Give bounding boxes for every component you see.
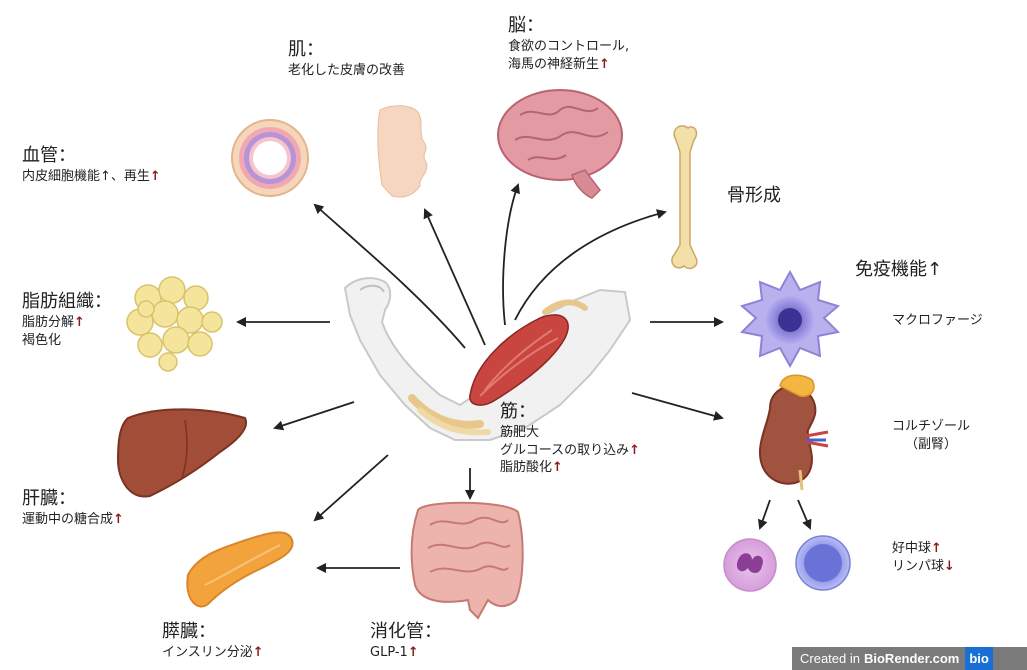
muscle-line2-text: グルコースの取り込み — [500, 443, 629, 458]
brain-line1: 食欲のコントロール, — [508, 38, 629, 56]
fat-label-group: 脂肪組織： 脂肪分解↑ 褐色化 — [22, 290, 112, 349]
brain-line2: 海馬の神経新生↑ — [508, 56, 629, 74]
liver-title: 肝臓： — [22, 487, 124, 511]
pancreas-title: 膵臓： — [162, 620, 264, 644]
skin-label-group: 肌： 老化した皮膚の改善 — [288, 38, 405, 80]
gut-label-group: 消化管： GLP-1↑ — [370, 620, 442, 662]
cortisol-line1: コルチゾール — [892, 418, 970, 436]
muscle-label-group: 筋： 筋肥大 グルコースの取り込み↑ 脂肪酸化↑ — [500, 400, 640, 477]
liver-line1: 運動中の糖合成↑ — [22, 511, 124, 529]
brain-line2-text: 海馬の神経新生 — [508, 57, 599, 72]
fat-line1-text: 脂肪分解 — [22, 315, 74, 330]
fat-title: 脂肪組織： — [22, 290, 112, 314]
up-arrow-icon: ↑ — [253, 645, 264, 660]
macrophage-illustration — [742, 272, 838, 366]
arrow-to-vessel — [315, 205, 465, 348]
arrow-to-brain — [503, 185, 518, 325]
biorender-credit-badge[interactable]: Created in BioRender.com bio — [792, 647, 1027, 670]
up-arrow-icon: ↑ — [150, 169, 161, 184]
up-arrow-icon: ↑ — [113, 512, 124, 527]
arrow-to-skin — [425, 210, 485, 345]
skin-title: 肌： — [288, 38, 405, 62]
muscle-line3-text: 脂肪酸化 — [500, 460, 552, 475]
gut-line1-text: GLP-1 — [370, 645, 408, 660]
credit-brand: BioRender.com — [864, 651, 959, 666]
up-arrow-icon: ↑ — [629, 443, 640, 458]
vessel-line1: 内皮細胞機能↑、再生↑ — [22, 168, 161, 186]
neutrophil-text: 好中球 — [892, 541, 931, 556]
pancreas-illustration — [187, 532, 292, 606]
liver-illustration — [118, 409, 246, 496]
up-arrow-icon: ↑ — [599, 57, 610, 72]
kidney-adrenal-illustration — [760, 375, 828, 490]
gut-line1: GLP-1↑ — [370, 644, 442, 662]
up-arrow-icon: ↑ — [74, 315, 85, 330]
cortisol-line2: （副腎） — [892, 436, 970, 454]
vessel-label-group: 血管： 内皮細胞機能↑、再生↑ — [22, 144, 161, 186]
neutrophil-line: 好中球↑ — [892, 540, 955, 558]
bone-illustration — [672, 126, 697, 269]
intestine-illustration — [412, 503, 523, 618]
lymph-text: リンパ球 — [892, 559, 944, 574]
liver-label-group: 肝臓： 運動中の糖合成↑ — [22, 487, 124, 529]
pancreas-line1-text: インスリン分泌 — [162, 645, 253, 660]
cortisol-label-group: コルチゾール （副腎） — [892, 418, 970, 453]
immune-title: 免疫機能↑ — [855, 258, 942, 282]
brain-illustration — [498, 90, 622, 198]
skin-line1: 老化した皮膚の改善 — [288, 62, 405, 80]
up-arrow-icon: ↑ — [408, 645, 419, 660]
fat-line1: 脂肪分解↑ — [22, 314, 112, 332]
credit-tag: bio — [965, 647, 993, 670]
skin-face-illustration — [378, 106, 427, 197]
blood-cell-label-group: 好中球↑ リンパ球↓ — [892, 540, 955, 575]
brain-title: 脳： — [508, 14, 629, 38]
credit-prefix: Created in — [800, 651, 860, 666]
muscle-line1: 筋肥大 — [500, 424, 640, 442]
arrow-to-kidney — [632, 393, 722, 418]
bone-title: 骨形成 — [727, 184, 781, 208]
lymphocyte-illustration — [796, 536, 850, 590]
arrow-to-lymphocyte — [798, 500, 810, 528]
pancreas-label-group: 膵臓： インスリン分泌↑ — [162, 620, 264, 662]
gut-title: 消化管： — [370, 620, 442, 644]
muscle-line2: グルコースの取り込み↑ — [500, 442, 640, 460]
vessel-line1-text: 内皮細胞機能↑、再生 — [22, 169, 150, 184]
lymph-line: リンパ球↓ — [892, 558, 955, 576]
vessel-title: 血管： — [22, 144, 161, 168]
pancreas-line1: インスリン分泌↑ — [162, 644, 264, 662]
down-arrow-icon: ↓ — [944, 559, 955, 574]
arrow-to-pancreas — [315, 455, 388, 520]
arrow-to-neutrophil — [760, 500, 770, 528]
brain-label-group: 脳： 食欲のコントロール, 海馬の神経新生↑ — [508, 14, 629, 73]
neutrophil-illustration — [724, 539, 776, 591]
up-arrow-icon: ↑ — [931, 541, 942, 556]
muscle-title: 筋： — [500, 400, 640, 424]
up-arrow-icon: ↑ — [552, 460, 563, 475]
macrophage-label: マクロファージ — [892, 312, 983, 330]
muscle-line3: 脂肪酸化↑ — [500, 459, 640, 477]
arrow-to-liver — [275, 402, 354, 428]
liver-line1-text: 運動中の糖合成 — [22, 512, 113, 527]
fat-cells-illustration — [127, 277, 222, 371]
blood-vessel-illustration — [232, 120, 308, 196]
fat-line2: 褐色化 — [22, 332, 112, 350]
